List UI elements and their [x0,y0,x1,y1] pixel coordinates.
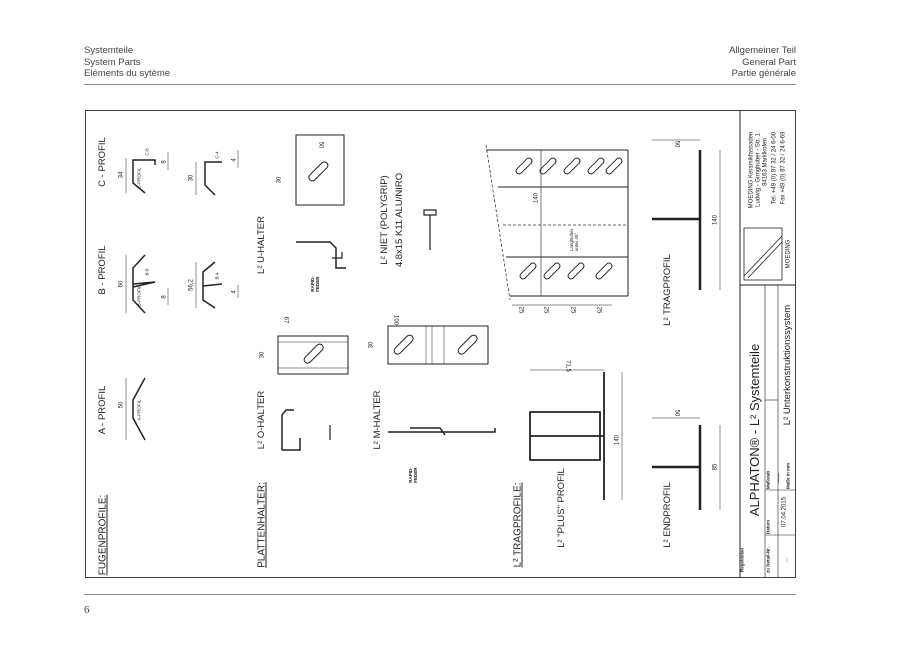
label-endprofil: L² ENDPROFIL [661,482,673,548]
m-halter-plate [387,325,489,365]
company-name: MOEDING Keramikfassaden [748,131,755,209]
dim-a-width: 50 [118,401,125,409]
company-street: Ludwig - Girnghuber - Str. 1 [755,133,762,207]
label-rapid-feder-u: RAPID- FEDER [310,276,320,292]
dim-tragprofil-w: 50 [673,140,680,148]
dim-m-halter-h: 30 [368,341,375,349]
company-logo-text: MOEDING [785,239,792,269]
tag-b8: B-8 [144,268,150,276]
dim-trag-height: 140 [533,192,540,204]
label-b-profil: B - PROFIL [96,245,108,295]
u-halter-plate [295,134,345,206]
label-u-halter: L² U-HALTER [255,216,267,274]
header-right: Allgemeiner Teil General Part Partie gén… [729,45,796,80]
header-right-fr: Partie générale [731,68,796,79]
drawing-subtitle: L² Unterkonstruktionssystem [781,304,793,426]
datum-value: 07.04.2015 [781,496,788,528]
dim-b-gap-4: 4 [231,290,238,294]
dim-u-halter-w: 50 [317,141,324,149]
dim-trag-spacing-1: 25 [517,306,524,314]
o-halter-section [281,409,301,451]
dim-u-halter-h: 30 [276,176,283,184]
label-tragprofil: L² TRAGPROFIL [661,254,673,326]
massstab-value: ----- [776,473,783,483]
label-o-halter: L² O-HALTER [255,390,267,450]
dim-end-h: 85 [712,463,719,471]
datum-label: Datum [765,519,771,535]
tag-c4: C-4 [214,151,220,159]
m-halter-section [388,427,496,436]
label-a-profil: A - PROFIL [96,385,108,435]
header-left-en: System Parts [84,56,141,68]
tag-b4: B-4 [214,272,220,280]
label-niet: L² NIET (POLYGRIP) [378,175,390,265]
header-left-fr: Eléments du sytème [84,68,171,79]
masse-label: Maße in mm [785,462,791,490]
header-divider [84,84,796,85]
dim-b4-width: 56,2 [188,279,195,291]
o-halter-plate [277,335,349,375]
dim-tragprofil-h: 140 [712,214,719,226]
label-rapid-feder-m: RAPID- FEDER [408,467,418,483]
massstab-label: Maßstab [765,470,771,490]
b-profil-shape [132,254,156,314]
section-tragprofile: L² TRAGPROFILE: [512,482,524,568]
dim-plus-h: 140 [614,434,621,446]
tag-b-profil: B-PROFIL [136,285,142,307]
dim-o-halter-w: 67 [282,316,289,324]
c4-profil-shape [204,161,222,196]
moeding-logo [743,227,783,281]
company-fax: Fax +49 (0) 87 32 / 24 6-69 [780,131,787,205]
header-right-de: Allgemeiner Teil [729,45,796,56]
section-fugenprofile: FUGENPROFILE: [97,494,109,576]
c-profil-shape [132,159,156,194]
detail-nr-value: ... [783,557,790,563]
section-plattenhalter: PLATTENHALTER: [256,482,268,568]
label-c-profil: C - PROFIL [96,137,108,187]
niet-shape [423,209,437,250]
label-m-halter: L² M-HALTER [371,390,383,450]
label-niet-spec: 4.8x15 K11 ALU/NIRO [393,172,405,268]
company-tel: Tel. +49 (0) 87 32 / 24 6-00 [771,131,778,205]
dim-trag-spacing-4: 25 [595,306,602,314]
dim-c-gap-4: 4 [231,158,238,162]
label-langloecher: Langlöcher unter 45° [569,228,579,252]
dim-b-gap-8: 8 [161,295,168,299]
b4-profil-shape [202,261,223,309]
detail-nr-label: zu Detail-Nr. [765,546,771,574]
header-left: Systemteile System Parts Eléments du syt… [84,45,170,80]
tag-c8: C-8 [144,148,150,156]
dim-m-halter-w: 100 [392,314,399,326]
dim-b8-width: 60 [118,280,125,288]
tag-c-profil: C-PROFIL [136,167,142,189]
dim-o-halter-h: 30 [259,351,266,359]
plus-profil-shape [529,372,605,500]
dim-c8-width: 34 [118,171,125,179]
dim-c-gap-8: 8 [161,160,168,164]
page-number: 6 [84,604,90,616]
company-city: 84163 Marklkofen [762,138,769,186]
label-plus-profil: L² "PLUS" PROFIL [555,468,567,548]
technical-drawing [85,110,796,578]
dim-c4-width: 30 [188,174,195,182]
dim-trag-spacing-2: 25 [542,306,549,314]
regeldetail-label: Regeldetail [739,547,745,573]
dim-end-w: 50 [673,409,680,417]
header-right-en: General Part [742,56,796,68]
header-left-de: Systemteile [84,45,134,56]
dim-plus-w: 71,5 [564,360,571,372]
a-profil-shape [132,377,146,441]
drawing-title: ALPHATON® - L² Systemteile [746,343,762,517]
u-halter-section [296,241,346,269]
tag-a-profil: A-PROFIL [136,399,142,421]
footer-divider [84,594,796,595]
dim-trag-spacing-3: 25 [569,306,576,314]
